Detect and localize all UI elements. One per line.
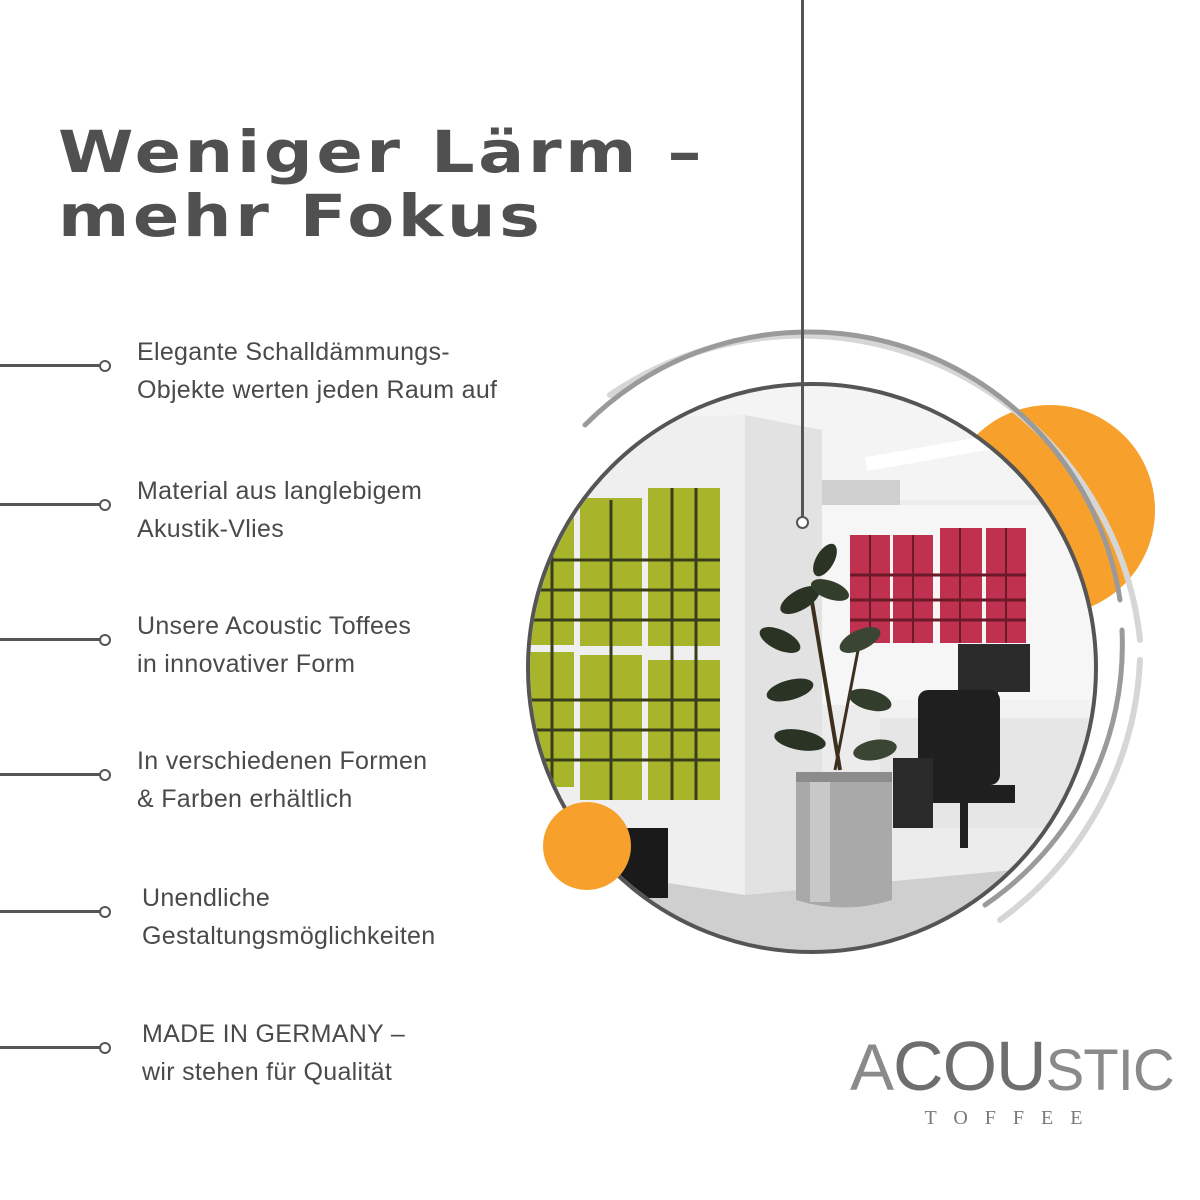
feature-connector-line [0, 910, 104, 913]
feature-text: Elegante Schalldämmungs- Objekte werten … [137, 333, 497, 409]
feature-text: In verschiedenen Formen & Farben erhältl… [137, 742, 427, 818]
photo-frame-ring [526, 382, 1098, 954]
feature-line-1: MADE IN GERMANY – [142, 1020, 406, 1048]
feature-line-1: Unendliche [142, 884, 271, 912]
feature-connector-dot [99, 1042, 111, 1054]
feature-connector-dot [99, 906, 111, 918]
mid-ring-arc [582, 329, 1123, 603]
feature-line-2: wir stehen für Qualität [142, 1058, 393, 1086]
plant [759, 543, 897, 771]
feature-text: MADE IN GERMANY – wir stehen für Qualitä… [142, 1015, 405, 1091]
feature-line-2: in innovativer Form [137, 650, 356, 678]
feature-text: Material aus langlebigem Akustik-Vlies [137, 472, 422, 548]
feature-line-2: Gestaltungsmöglichkeiten [142, 922, 436, 950]
feature-line-2: Akustik-Vlies [137, 515, 284, 543]
feature-connector-dot [99, 360, 111, 372]
feature-line-1: In verschiedenen Formen [137, 747, 428, 775]
feature-line-1: Unsere Acoustic Toffees [137, 612, 412, 640]
feature-connector-dot [99, 634, 111, 646]
orange-accent-circle-large [945, 405, 1155, 615]
logo-letters-ou: OU [942, 1027, 1047, 1105]
acoustic-toffee-logo: ACOUSTIC TOFFEE [850, 1027, 1175, 1140]
feature-text: Unendliche Gestaltungsmöglichkeiten [142, 879, 435, 955]
logo-letter-c: C [893, 1027, 944, 1105]
green-panels [530, 488, 720, 800]
feature-connector-line [0, 638, 104, 641]
feature-text: Unsere Acoustic Toffees in innovativer F… [137, 607, 411, 683]
feature-connector-line [0, 364, 104, 367]
outer-ring-arc [607, 332, 1143, 643]
headline-line-2: mehr Fokus [58, 182, 544, 250]
headline-line-1: Weniger Lärm – [58, 118, 706, 186]
feature-line-2: Objekte werten jeden Raum auf [137, 376, 498, 404]
orange-accent-circle-small [543, 802, 631, 890]
outer-ring-arc-2 [997, 657, 1143, 923]
feature-line-2: & Farben erhältlich [137, 785, 353, 813]
office-photo [530, 386, 1094, 950]
feature-connector-line [0, 773, 104, 776]
vertical-connector-dot [796, 516, 809, 529]
logo-letters-stic: STIC [1045, 1038, 1175, 1103]
logo-wordmark: ACOUSTIC [850, 1027, 1175, 1107]
feature-connector-line [0, 1046, 104, 1049]
feature-line-1: Elegante Schalldämmungs- [137, 338, 450, 366]
vertical-connector-line [801, 0, 804, 518]
feature-connector-line [0, 503, 104, 506]
logo-subtitle: TOFFEE [924, 1107, 1100, 1129]
feature-line-1: Material aus langlebigem [137, 477, 423, 505]
feature-connector-dot [99, 769, 111, 781]
logo-letter-a: A [850, 1030, 894, 1104]
feature-connector-dot [99, 499, 111, 511]
red-panels [850, 528, 1026, 643]
headline: Weniger Lärm – mehr Fokus [58, 120, 705, 248]
mid-ring-arc-2 [982, 627, 1125, 908]
